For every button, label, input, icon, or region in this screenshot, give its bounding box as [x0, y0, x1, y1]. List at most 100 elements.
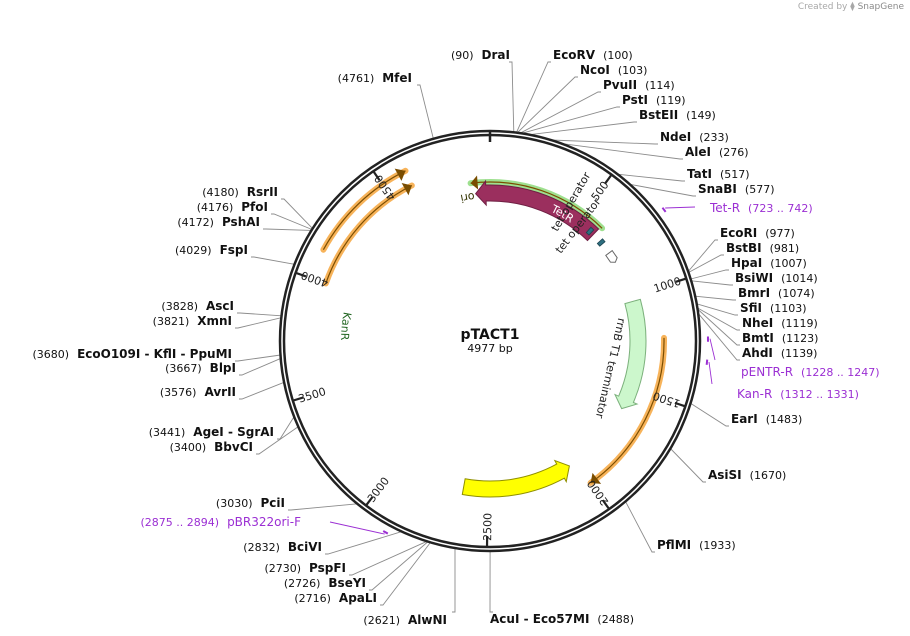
- enzyme-name: NcoI: [580, 63, 610, 77]
- orf-arrowhead: [401, 183, 412, 196]
- enzyme-position: (4029): [175, 244, 212, 257]
- enzyme-site-pvuii[interactable]: PvuII(114): [603, 78, 675, 92]
- ori-label: ori: [459, 190, 475, 205]
- enzyme-site-bsiwi[interactable]: BsiWI(1014): [735, 271, 818, 285]
- enzyme-name: DraI: [482, 48, 510, 62]
- enzyme-site-snabi[interactable]: SnaBI(577): [698, 182, 775, 196]
- enzyme-site-ndei[interactable]: NdeI(233): [660, 130, 729, 144]
- enzyme-site-asci[interactable]: (3828)AscI: [161, 299, 234, 313]
- primer-pbr322ori-f[interactable]: (2875 .. 2894)pBR322ori-F: [141, 515, 302, 529]
- svg-text:pENTR-R(1228 .. 1247): pENTR-R(1228 .. 1247): [741, 365, 880, 379]
- enzyme-position: (517): [720, 168, 750, 181]
- rrnb-terminator-box[interactable]: [605, 249, 618, 263]
- leader-line: [489, 550, 493, 613]
- enzyme-site-tati[interactable]: TatI(517): [687, 167, 750, 181]
- enzyme-position: (90): [451, 49, 474, 62]
- enzyme-site-bcivi[interactable]: (2832)BciVI: [243, 540, 322, 554]
- enzyme-name: SfiI: [740, 301, 762, 315]
- svg-text:SfiI(1103): SfiI(1103): [740, 301, 807, 315]
- site-labels[interactable]: (4761)MfeI (90) DraI EcoRV(100)NcoI(103)Pvu…: [32, 48, 879, 627]
- enzyme-site-ncoi[interactable]: NcoI(103): [580, 63, 647, 77]
- kanr-feature-arrow[interactable]: [613, 298, 647, 410]
- enzyme-name: AcuI - Eco57MI: [490, 612, 589, 626]
- enzyme-site-bmri[interactable]: BmrI(1074): [738, 286, 815, 300]
- enzyme-site-alwni[interactable]: (2621)AlwNI: [363, 613, 447, 627]
- enzyme-name: XmnI: [197, 314, 232, 328]
- enzyme-site-sfii[interactable]: SfiI(1103): [740, 301, 807, 315]
- enzyme-position: (1074): [778, 287, 815, 300]
- orf-arrowhead: [470, 175, 479, 190]
- tick-mark: [293, 396, 304, 402]
- enzyme-site-xmni[interactable]: (3821)XmnI: [153, 314, 232, 328]
- tetr-feature-arrow[interactable]: [474, 179, 600, 242]
- enzyme-site-hpai[interactable]: HpaI (1007): [731, 256, 807, 270]
- enzyme-site-agei[interactable]: (3441)AgeI - SgrAI: [149, 425, 274, 439]
- leader-line: [380, 542, 431, 606]
- enzyme-site-blpi[interactable]: (3667)BlpI: [165, 361, 236, 375]
- enzyme-site-drai[interactable]: (90) DraI: [451, 48, 510, 62]
- enzyme-name: EcoRV: [553, 48, 596, 62]
- enzyme-site-ahdi[interactable]: AhdI(1139): [742, 346, 817, 360]
- tick-mark: [601, 499, 610, 509]
- enzyme-site-pfoi[interactable]: (4176)PfoI: [197, 200, 268, 214]
- snapgene-logo-icon: ⧫: [850, 2, 855, 12]
- enzyme-site-ecoo109i[interactable]: (3680)EcoO109I - KflI - PpuMI: [32, 347, 232, 361]
- tet-operator-box[interactable]: [596, 238, 606, 247]
- enzyme-name: ApaLI: [339, 591, 377, 605]
- enzyme-site-bstbi[interactable]: BstBI(981): [726, 241, 799, 255]
- enzyme-site-nhei[interactable]: NheI(1119): [742, 316, 818, 330]
- leader-line: [515, 61, 551, 133]
- enzyme-site-pcii[interactable]: (3030)PciI: [216, 496, 285, 510]
- svg-text:BstEII(149): BstEII(149): [639, 108, 716, 122]
- primer-tet-r[interactable]: Tet-R(723 .. 742): [709, 201, 813, 215]
- leader-line: [690, 402, 729, 427]
- svg-text:(3828)AscI: (3828)AscI: [161, 299, 234, 313]
- enzyme-name: BlpI: [210, 361, 236, 375]
- enzyme-name: BseYI: [328, 576, 366, 590]
- enzyme-site-apali[interactable]: (2716)ApaLI: [294, 591, 377, 605]
- svg-text:Tet-R(723 .. 742): Tet-R(723 .. 742): [709, 201, 813, 215]
- leader-line: [697, 307, 740, 331]
- enzyme-site-psti[interactable]: PstI(119): [622, 93, 686, 107]
- enzyme-site-ecori[interactable]: EcoRI(977): [720, 226, 795, 240]
- enzyme-name: AsiSI: [708, 468, 742, 482]
- enzyme-site-acui[interactable]: AcuI - Eco57MI(2488): [490, 612, 634, 626]
- ori-feature-arrow[interactable]: [461, 459, 570, 498]
- enzyme-site-pspfi[interactable]: (2730)PspFI: [264, 561, 346, 575]
- enzyme-position: (1014): [781, 272, 818, 285]
- enzyme-site-alei[interactable]: AleI(276): [685, 145, 749, 159]
- enzyme-site-mfei[interactable]: (4761)MfeI: [338, 71, 412, 85]
- orf-arrowhead: [394, 168, 406, 181]
- primer-kan-r[interactable]: Kan-R(1312 .. 1331): [737, 387, 859, 401]
- tet-operator-box[interactable]: [585, 226, 595, 236]
- enzyme-site-avrii[interactable]: (3576)AvrII: [160, 385, 236, 399]
- enzyme-site-eari[interactable]: EarI(1483): [731, 412, 802, 426]
- enzyme-position: (977): [765, 227, 795, 240]
- svg-text:PvuII(114): PvuII(114): [603, 78, 675, 92]
- svg-text:(4172)PshAI: (4172)PshAI: [177, 215, 260, 229]
- svg-text:Kan-R(1312 .. 1331): Kan-R(1312 .. 1331): [737, 387, 859, 401]
- enzyme-site-bmti[interactable]: BmtI(1123): [742, 331, 818, 345]
- enzyme-site-bsteii[interactable]: BstEII(149): [639, 108, 716, 122]
- enzyme-site-bbvci[interactable]: (3400)BbvCI: [170, 440, 253, 454]
- leader-line: [271, 213, 313, 230]
- enzyme-name: PfoI: [241, 200, 268, 214]
- leader-line: [687, 239, 718, 272]
- enzyme-name: HpaI: [731, 256, 762, 270]
- enzyme-site-pshai[interactable]: (4172)PshAI: [177, 215, 260, 229]
- enzyme-position: (1007): [770, 257, 807, 270]
- enzyme-name: BstEII: [639, 108, 678, 122]
- enzyme-site-fspi[interactable]: (4029)FspI: [175, 243, 248, 257]
- svg-text:(4180)RsrII: (4180)RsrII: [202, 185, 278, 199]
- enzyme-site-bseyi[interactable]: (2726)BseYI: [284, 576, 366, 590]
- enzyme-position: (233): [699, 131, 729, 144]
- primer-pentr-r[interactable]: pENTR-R(1228 .. 1247): [741, 365, 880, 379]
- enzyme-name: AlwNI: [408, 613, 447, 627]
- enzyme-site-ecorv[interactable]: EcoRV(100): [553, 48, 633, 62]
- enzyme-site-pflmi[interactable]: PflMI(1933): [657, 538, 736, 552]
- enzyme-site-asisi[interactable]: AsiSI(1670): [708, 468, 786, 482]
- enzyme-site-rsrii[interactable]: (4180)RsrII: [202, 185, 278, 199]
- svg-text:(3821)XmnI: (3821)XmnI: [153, 314, 232, 328]
- leader-line: [561, 143, 683, 160]
- enzyme-name: PspFI: [309, 561, 346, 575]
